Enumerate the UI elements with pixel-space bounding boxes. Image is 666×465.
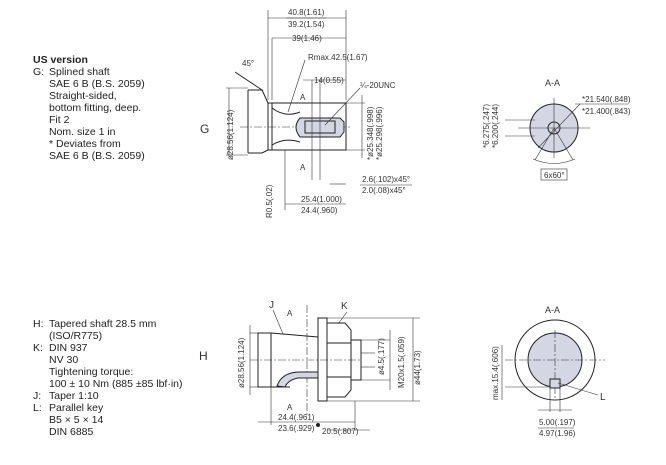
dim-thread-m20: M20x1.5(.059) — [397, 336, 406, 388]
note-line: Splined shaft — [49, 66, 110, 78]
note-line: Tapered shaft 28.5 mm — [49, 318, 157, 330]
splined-shaft-drawing: G 40.8(1.61) 39.2(1.54) 39(1.46) 45° Rma… — [200, 8, 412, 218]
section-mark-bottom: A — [300, 163, 306, 172]
dim-40-8: 40.8(1.61) — [288, 8, 325, 17]
spline-count: 6x60° — [544, 171, 565, 180]
dim-thread: ¼-20UNC — [360, 81, 396, 90]
dim-dia-28-h: ø28.56(1.124) — [237, 337, 246, 388]
note-line: NV 30 — [49, 354, 78, 366]
note-line: Nom. size 1 in — [49, 126, 116, 138]
dim-len-a: 25.4(1.000) — [301, 195, 342, 204]
dim-spline-width-a: *6.275(.247) — [482, 104, 491, 148]
splined-section-view: A-A *21.540(.848) *21.400(.843) *6.275(.… — [482, 78, 631, 181]
note-line: SAE 6 B (B.S. 2059) — [49, 150, 145, 162]
note-key: G: — [33, 66, 44, 78]
note-line: Tightening torque: — [49, 366, 133, 378]
dim-dia-28: ø28.56(1.124) — [226, 109, 235, 160]
note-line: Taper 1:10 — [49, 390, 99, 402]
note-line: DIN 937 — [49, 342, 88, 354]
section-mark-top-h: A — [287, 309, 293, 318]
section-mark-bottom-h: A — [287, 403, 293, 412]
dim-rmax: Rmax.42.5(1.67) — [308, 53, 368, 62]
dim-spline-major-a: *21.540(.848) — [582, 95, 631, 104]
dim-radius: R0.5(.02) — [265, 184, 274, 218]
dim-key-width-b: 4.97(1.96) — [539, 429, 576, 438]
tapered-notes: H: Tapered shaft 28.5 mm(ISO/R775) K: DIN 9… — [33, 318, 183, 438]
dim-spline-major-b: *21.400(.843) — [582, 107, 631, 116]
note-line: * Deviates from — [49, 138, 121, 150]
label-j: J — [269, 300, 274, 311]
note-line: Fit 2 — [49, 114, 70, 126]
section-title-g: A-A — [545, 78, 560, 88]
note-key: K: — [33, 342, 43, 354]
dim-key-hole: ø4.5(.177) — [377, 338, 386, 375]
note-line: B5 × 5 × 14 — [49, 414, 103, 426]
dim-angle: 45° — [242, 59, 254, 68]
dim-dia-25-b: *ø25.298(.996) — [375, 106, 384, 160]
note-line: Straight-sided, — [49, 90, 117, 102]
note-line: SAE 6 B (B.S. 2059) — [49, 78, 145, 90]
label-k: K — [341, 301, 348, 312]
dim-dia-44: ø44(1.73) — [413, 350, 422, 385]
dim-dia-25-a: *ø25.348(.998) — [366, 106, 375, 160]
note-line: (ISO/R775) — [49, 330, 102, 342]
tapered-shaft-drawing: H J K A A ø28.56(1.124) ø4.5(.177) M20x1… — [199, 300, 422, 436]
label-h: H — [199, 349, 208, 363]
dim-chamfer-b: 2.0(.08)x45° — [362, 186, 406, 195]
note-line: bottom fitting, deep. — [49, 102, 141, 114]
dim-len-a-h: 24.4(.961) — [278, 413, 315, 422]
dim-len-b-h: 23.6(.929) — [278, 424, 315, 433]
note-key: J: — [33, 390, 41, 402]
note-line: 100 ± 10 Nm (885 ±85 lbf·in) — [49, 378, 183, 390]
note-key: L: — [33, 402, 42, 414]
label-l: L — [600, 392, 606, 403]
dim-39-2: 39.2(1.54) — [288, 20, 325, 29]
dim-len-20-5: 20.5(.807) — [322, 427, 359, 436]
us-version-title: US version — [33, 54, 88, 66]
note-key: H: — [33, 318, 44, 330]
dim-chamfer-a: 2.6(.102)x45° — [362, 175, 410, 184]
dim-14: 14(0.55) — [314, 76, 344, 85]
dim-key-width-a: 5.00(.197) — [539, 418, 576, 427]
label-g: G — [200, 122, 209, 136]
dim-len-b: 24.4(.960) — [301, 206, 338, 215]
section-mark-top: A — [300, 93, 306, 102]
section-title-h: A-A — [545, 305, 560, 315]
dim-max-15-4: max.15.4(.606) — [491, 346, 500, 400]
note-line: Parallel key — [49, 402, 104, 414]
dim-spline-width-b: *6.200(.244) — [491, 104, 500, 148]
note-line: DIN 6885 — [49, 426, 94, 438]
dim-39: 39(1.46) — [292, 34, 322, 43]
tapered-section-view: A-A L max.15.4(.606) 5.00(.197) 4.97(1.9… — [491, 305, 606, 438]
